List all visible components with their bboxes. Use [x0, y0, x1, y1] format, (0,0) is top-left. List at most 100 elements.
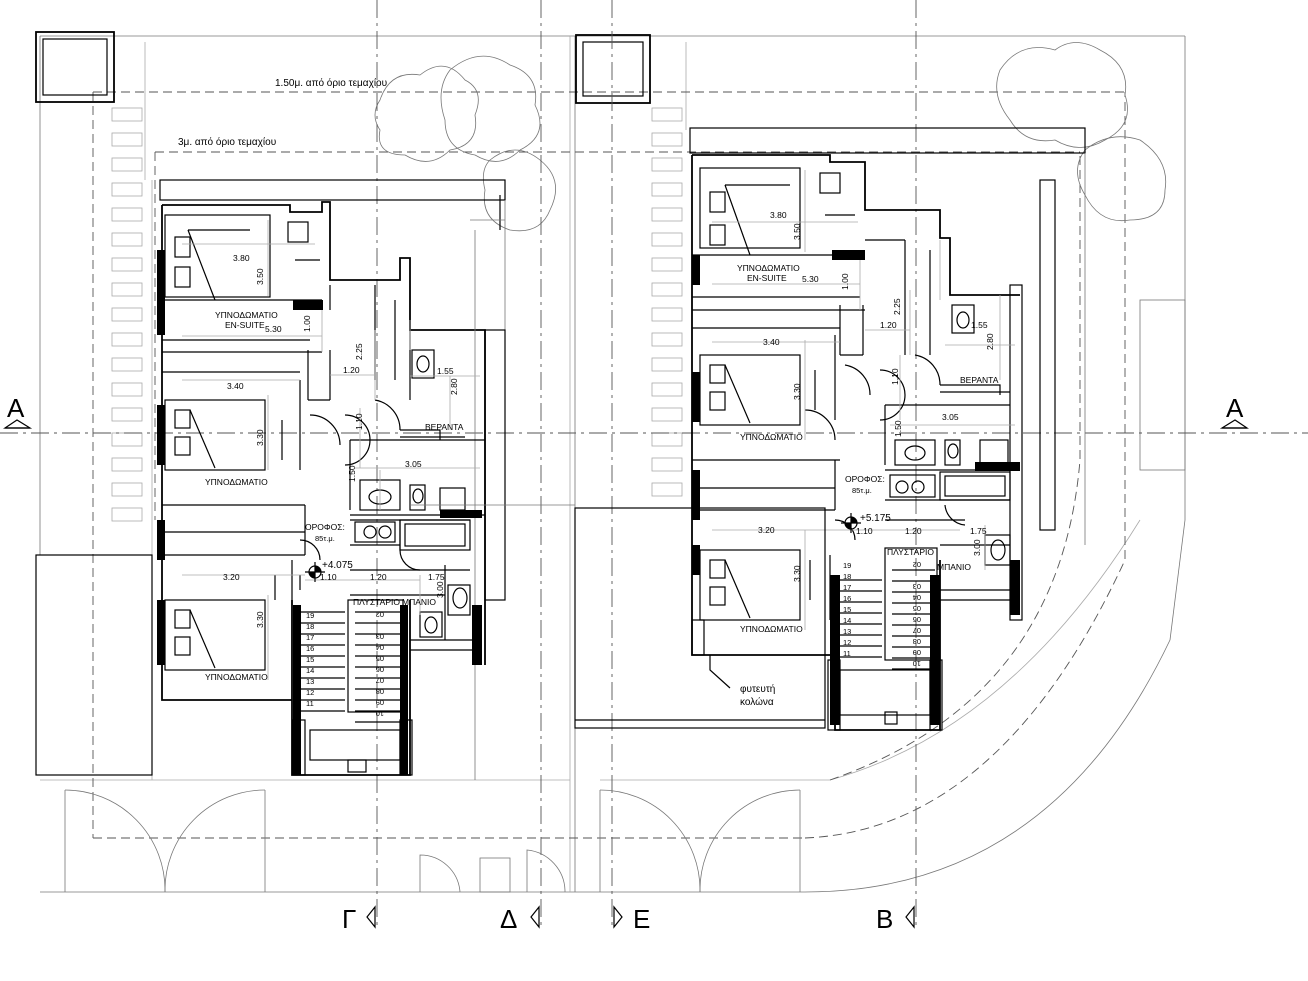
right-bedroom-2-label: ΥΠΝΟΔΩΜΑΤΙΟ [740, 432, 803, 442]
section-marker-e: Ε [613, 904, 650, 934]
stair-num: 07 [376, 676, 384, 685]
section-marker-a-right: Α [1219, 393, 1249, 429]
section-marker-a-left: Α [3, 393, 33, 429]
stair-num: 14 [843, 616, 851, 625]
stair-num: 12 [306, 688, 314, 697]
section-a-right-letter: Α [1226, 393, 1244, 423]
dim-right-100: 1.00 [840, 273, 850, 290]
left-level-symbol [305, 562, 325, 582]
dim-right-225: 2.25 [892, 298, 902, 315]
stair-num: 14 [306, 666, 314, 675]
dim-left-300: 3.00 [435, 581, 445, 598]
dim-right-330b: 3.30 [792, 565, 802, 582]
stair-num: 02 [913, 560, 921, 569]
planter-label-line1: φυτευτή [740, 683, 775, 695]
right-bedroom-ensuite-label: ΥΠΝΟΔΩΜΑΤΙΟ [737, 263, 800, 273]
stair-num: 19 [306, 611, 314, 620]
dim-left-155: 1.55 [437, 366, 454, 376]
stair-num: 06 [913, 615, 921, 624]
left-level-mark: +4.075 [322, 560, 353, 571]
left-ensuite-suffix: EN-SUITE [225, 320, 265, 330]
right-ensuite-suffix: EN-SUITE [747, 273, 787, 283]
paving-left [111, 107, 143, 522]
left-house-labels: ΥΠΝΟΔΩΜΑΤΙΟ EN-SUITE ΥΠΝΟΔΩΜΑΤΙΟ ΥΠΝΟΔΩΜ… [205, 253, 464, 718]
dim-left-380: 3.80 [233, 253, 250, 263]
right-bedroom-3-label: ΥΠΝΟΔΩΜΑΤΙΟ [740, 624, 803, 634]
stair-num: 11 [843, 649, 851, 658]
section-d-letter: Δ [500, 904, 517, 934]
dim-right-330a: 3.30 [792, 383, 802, 400]
left-veranda-label: ΒΕΡΑΝΤΑ [425, 422, 464, 432]
stair-num: 04 [376, 643, 384, 652]
right-house-labels: ΥΠΝΟΔΩΜΑΤΙΟ EN-SUITE ΥΠΝΟΔΩΜΑΤΙΟ ΥΠΝΟΔΩΜ… [737, 210, 999, 708]
stair-num: 04 [913, 593, 921, 602]
stair-num: 05 [913, 604, 921, 613]
dim-left-175: 1.75 [428, 572, 445, 582]
section-a-left-letter: Α [7, 393, 25, 423]
dim-left-530: 5.30 [265, 324, 282, 334]
stair-num: 16 [843, 594, 851, 603]
dim-left-120a: 1.20 [343, 365, 360, 375]
stair-num: 11 [306, 699, 314, 708]
gate-pillars [35, 31, 651, 104]
dim-right-155: 1.55 [971, 320, 988, 330]
left-laundry-label: ΠΛΥΣΤΑΡΙΟ [353, 597, 400, 607]
stair-num: 18 [306, 622, 314, 631]
dim-left-350: 3.50 [255, 268, 265, 285]
dim-left-225: 2.25 [354, 343, 364, 360]
dim-left-110a: 1.10 [354, 413, 364, 430]
dim-left-280: 2.80 [449, 378, 459, 395]
section-marker-b: Β [876, 904, 915, 934]
dim-left-330a: 3.30 [255, 429, 265, 446]
left-bedroom-3-label: ΥΠΝΟΔΩΜΑΤΙΟ [205, 672, 268, 682]
dim-left-110b: 1.10 [320, 572, 337, 582]
right-bath-label: ΜΠΑΝΙΟ [937, 562, 971, 572]
right-floor-label: ΟΡΟΦΟΣ: [845, 474, 885, 484]
stair-num: 13 [843, 627, 851, 636]
stair-num: 12 [843, 638, 851, 647]
left-bath-label: ΜΠΑΝΙΟ [402, 597, 436, 607]
dim-left-100: 1.00 [302, 315, 312, 332]
stair-num: 15 [843, 605, 851, 614]
dim-left-320: 3.20 [223, 572, 240, 582]
left-stair-numbers: 19 18 17 16 15 14 13 12 11 02 03 04 05 0… [306, 610, 384, 718]
dim-right-110a: 1.10 [890, 368, 900, 385]
right-level-mark: +5.175 [860, 513, 891, 524]
section-g-letter: Γ [342, 904, 356, 934]
right-stair-numbers: 19 18 17 16 15 14 13 12 11 02 03 04 05 0… [843, 560, 921, 668]
dim-right-280: 2.80 [985, 333, 995, 350]
dim-right-530: 5.30 [802, 274, 819, 284]
left-floor-label: ΟΡΟΦΟΣ: [305, 522, 345, 532]
left-bedroom-2-label: ΥΠΝΟΔΩΜΑΤΙΟ [205, 477, 268, 487]
stair-num: 17 [843, 583, 851, 592]
planter-label-line2: κολώνα [740, 696, 774, 708]
stair-num: 09 [376, 698, 384, 707]
setback-inner-label: 3μ. από όριο τεμαχίου [178, 136, 276, 148]
dim-right-300: 3.00 [972, 539, 982, 556]
stair-num: 06 [376, 665, 384, 674]
section-marker-g: Γ [342, 904, 376, 934]
left-bedroom-ensuite-label: ΥΠΝΟΔΩΜΑΤΙΟ [215, 310, 278, 320]
right-laundry-label: ΠΛΥΣΤΑΡΙΟ [887, 547, 934, 557]
site-boundary [39, 35, 1186, 893]
stair-num: 13 [306, 677, 314, 686]
stair-num: 17 [306, 633, 314, 642]
stair-num: 07 [913, 626, 921, 635]
setback-outer-label: 1.50μ. από όριο τεμαχίου [275, 77, 387, 89]
section-marker-d: Δ [500, 904, 540, 934]
stair-num: 10 [913, 659, 921, 668]
dim-right-110b: 1.10 [856, 526, 873, 536]
stair-num: 02 [376, 610, 384, 619]
dim-right-305: 3.05 [942, 412, 959, 422]
section-lines [0, 0, 1308, 930]
left-floor-area: 85τ.μ. [315, 534, 335, 543]
dim-right-120b: 1.20 [905, 526, 922, 536]
stair-num: 16 [306, 644, 314, 653]
right-house [410, 127, 1086, 731]
dim-right-120a: 1.20 [880, 320, 897, 330]
section-b-letter: Β [876, 904, 893, 934]
dim-left-340: 3.40 [227, 381, 244, 391]
right-level-symbol [841, 513, 861, 533]
dim-right-340: 3.40 [763, 337, 780, 347]
